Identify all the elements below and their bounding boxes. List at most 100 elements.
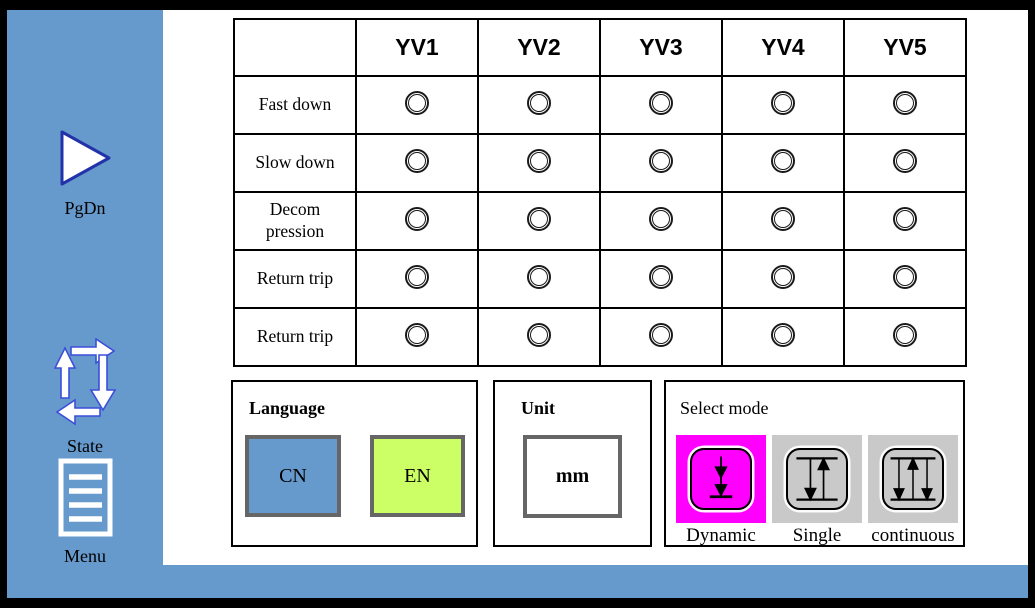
valve-indicator-cell <box>599 75 723 135</box>
valve-indicator-radio[interactable] <box>405 206 429 231</box>
single-mode-button[interactable] <box>772 435 862 523</box>
play-triangle-icon <box>55 126 115 195</box>
valve-indicator-cell <box>721 133 845 193</box>
mm-button-label: mm <box>555 465 590 487</box>
valve-indicator-radio[interactable] <box>527 322 551 347</box>
valve-indicator-cell <box>843 307 967 367</box>
valve-indicator-radio[interactable] <box>527 206 551 231</box>
hmi-screen: PgDn State <box>7 10 1028 598</box>
cycle-arrows-icon <box>53 337 117 433</box>
valve-table-corner-cell <box>233 18 357 77</box>
valve-indicator-cell <box>355 249 479 309</box>
continuous-mode-button[interactable] <box>868 435 958 523</box>
valve-indicator-cell <box>599 307 723 367</box>
valve-indicator-radio[interactable] <box>527 264 551 289</box>
sidebar-item-label: State <box>67 436 103 456</box>
valve-indicator-radio[interactable] <box>893 322 917 347</box>
valve-indicator-radio[interactable] <box>771 264 795 289</box>
valve-indicator-cell <box>721 75 845 135</box>
valve-indicator-cell <box>843 133 967 193</box>
valve-indicator-cell <box>843 75 967 135</box>
unit-panel: Unit mm <box>493 380 652 547</box>
valve-indicator-radio[interactable] <box>405 90 429 115</box>
sidebar-item-label: Menu <box>64 546 106 566</box>
valve-column-header: YV4 <box>721 18 845 77</box>
valve-row-label: Decom pression <box>233 191 357 251</box>
select-mode-panel: Select mode Dynamic <box>664 380 965 547</box>
sidebar-item-label: PgDn <box>64 198 106 218</box>
valve-column-header: YV3 <box>599 18 723 77</box>
valve-indicator-cell <box>355 133 479 193</box>
valve-indicator-radio[interactable] <box>649 322 673 347</box>
valve-indicator-radio[interactable] <box>649 90 673 115</box>
valve-table-row: Slow down <box>233 133 967 193</box>
valve-indicator-radio[interactable] <box>893 148 917 173</box>
valve-indicator-cell <box>843 191 967 251</box>
valve-indicator-cell <box>355 191 479 251</box>
cn-button-label: CN <box>279 464 307 487</box>
valve-indicator-cell <box>843 249 967 309</box>
dynamic-down-icon <box>690 448 752 510</box>
valve-indicator-radio[interactable] <box>405 264 429 289</box>
language-cn-button[interactable]: CN <box>245 435 341 517</box>
valve-indicator-cell <box>355 307 479 367</box>
valve-indicator-radio[interactable] <box>649 148 673 173</box>
valve-indicator-radio[interactable] <box>527 90 551 115</box>
valve-indicator-radio[interactable] <box>649 264 673 289</box>
valve-indicator-cell <box>721 249 845 309</box>
sidebar-item-state[interactable]: State <box>42 337 128 457</box>
valve-indicator-radio[interactable] <box>771 206 795 231</box>
valve-table-row: Return trip <box>233 249 967 309</box>
document-lines-icon <box>57 458 113 543</box>
sidebar-item-menu[interactable]: Menu <box>42 458 128 567</box>
mode-label: Single <box>792 525 842 546</box>
valve-indicator-radio[interactable] <box>893 206 917 231</box>
en-button-label: EN <box>404 464 431 487</box>
valve-indicator-cell <box>721 307 845 367</box>
valve-indicator-radio[interactable] <box>771 148 795 173</box>
valve-indicator-cell <box>477 307 601 367</box>
valve-indicator-radio[interactable] <box>771 322 795 347</box>
mode-item-dynamic: Dynamic <box>676 435 766 547</box>
valve-table-row: Decom pression <box>233 191 967 251</box>
unit-panel-title: Unit <box>521 398 556 418</box>
valve-row-label: Slow down <box>233 133 357 193</box>
mode-item-single: Single <box>772 435 862 547</box>
language-en-button[interactable]: EN <box>370 435 465 517</box>
valve-indicator-radio[interactable] <box>771 90 795 115</box>
valve-indicator-cell <box>355 75 479 135</box>
valve-indicator-cell <box>599 133 723 193</box>
valve-row-label: Fast down <box>233 75 357 135</box>
valve-indicator-cell <box>599 249 723 309</box>
dynamic-mode-button[interactable] <box>676 435 766 523</box>
valve-indicator-radio[interactable] <box>893 90 917 115</box>
single-cycle-icon <box>786 448 848 510</box>
mode-label: Dynamic <box>686 525 756 546</box>
language-panel-title: Language <box>249 398 326 418</box>
mode-item-continuous: continuous <box>868 435 958 547</box>
sidebar-item-pgdn[interactable]: PgDn <box>42 126 128 219</box>
valve-indicator-cell <box>477 133 601 193</box>
valve-indicator-radio[interactable] <box>405 322 429 347</box>
continuous-cycle-icon <box>882 448 944 510</box>
valve-indicator-cell <box>477 191 601 251</box>
valve-row-label: Return trip <box>233 307 357 367</box>
valve-column-header: YV1 <box>355 18 479 77</box>
select-mode-title: Select mode <box>680 398 769 418</box>
unit-mm-button[interactable]: mm <box>523 435 622 518</box>
valve-indicator-cell <box>721 191 845 251</box>
valve-table-row: Fast down <box>233 75 967 135</box>
valve-indicator-radio[interactable] <box>649 206 673 231</box>
mode-label: continuous <box>871 525 955 546</box>
valve-table-row: Return trip <box>233 307 967 367</box>
language-panel: Language CN EN <box>231 380 478 547</box>
valve-column-header: YV5 <box>843 18 967 77</box>
valve-column-header: YV2 <box>477 18 601 77</box>
valve-indicator-radio[interactable] <box>405 148 429 173</box>
valve-indicator-radio[interactable] <box>527 148 551 173</box>
valve-indicator-cell <box>477 75 601 135</box>
valve-row-label: Return trip <box>233 249 357 309</box>
valve-indicator-radio[interactable] <box>893 264 917 289</box>
